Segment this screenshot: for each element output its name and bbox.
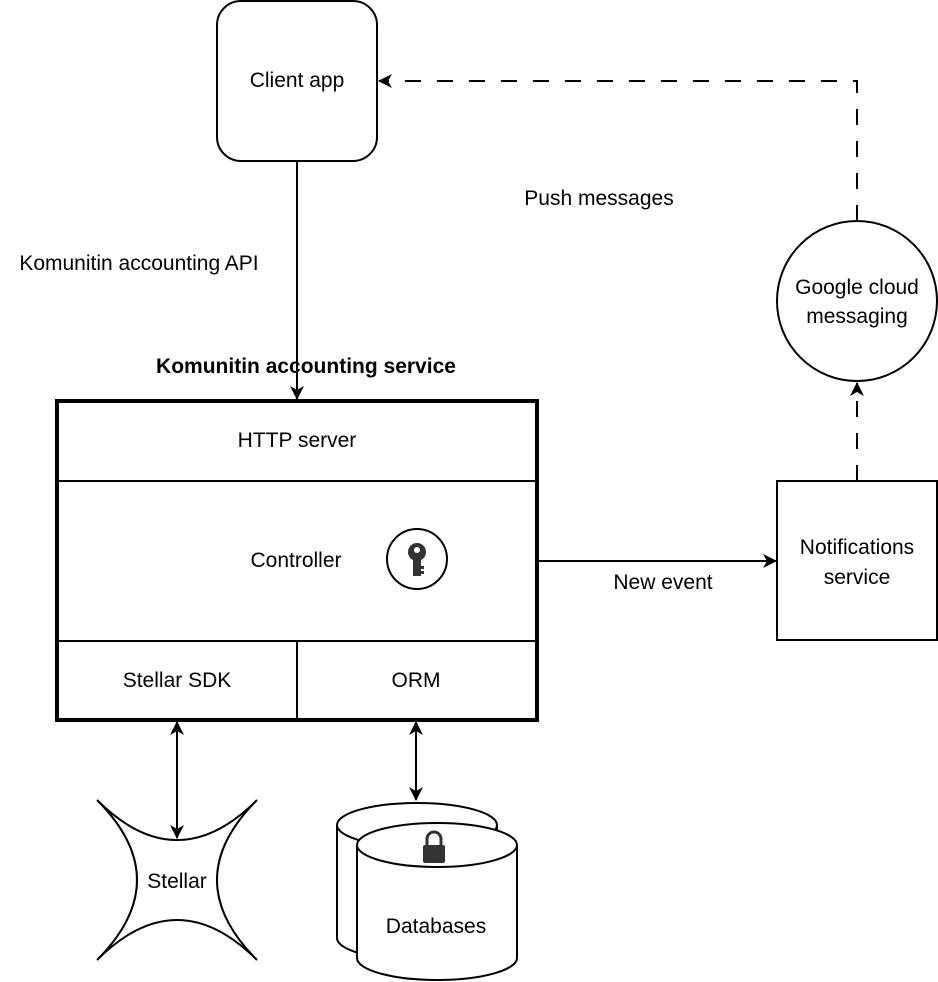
service-title: Komunitin accounting service bbox=[156, 355, 456, 378]
databases-node: Databases bbox=[336, 802, 518, 981]
stellar-label: Stellar bbox=[147, 870, 207, 893]
gcm-label-line1: Google cloud bbox=[795, 276, 919, 299]
api-edge-label: Komunitin accounting API bbox=[19, 252, 258, 275]
lock-icon bbox=[423, 830, 445, 863]
notifications-label-line2: service bbox=[824, 566, 891, 589]
new-event-label: New event bbox=[613, 571, 712, 594]
client-app-label: Client app bbox=[250, 69, 345, 92]
google-cloud-messaging-node: Google cloud messaging bbox=[776, 220, 938, 382]
notifications-service-node: Notifications service bbox=[776, 480, 938, 641]
push-messages-label: Push messages bbox=[524, 187, 673, 210]
controller-label: Controller bbox=[250, 549, 341, 572]
stellar-sdk-label: Stellar SDK bbox=[123, 669, 232, 692]
databases-label: Databases bbox=[386, 915, 486, 938]
stellar-node: Stellar bbox=[96, 799, 258, 961]
accounting-service-box: HTTP server Controller Stellar SDK ORM bbox=[55, 399, 539, 722]
push-messages-edge bbox=[378, 74, 858, 221]
orm-label: ORM bbox=[392, 669, 441, 692]
http-server-label: HTTP server bbox=[238, 429, 357, 452]
notifications-label-line1: Notifications bbox=[800, 536, 914, 559]
client-app-node: Client app bbox=[216, 0, 378, 162]
key-icon bbox=[386, 528, 448, 590]
gcm-label-line2: messaging bbox=[806, 305, 908, 328]
